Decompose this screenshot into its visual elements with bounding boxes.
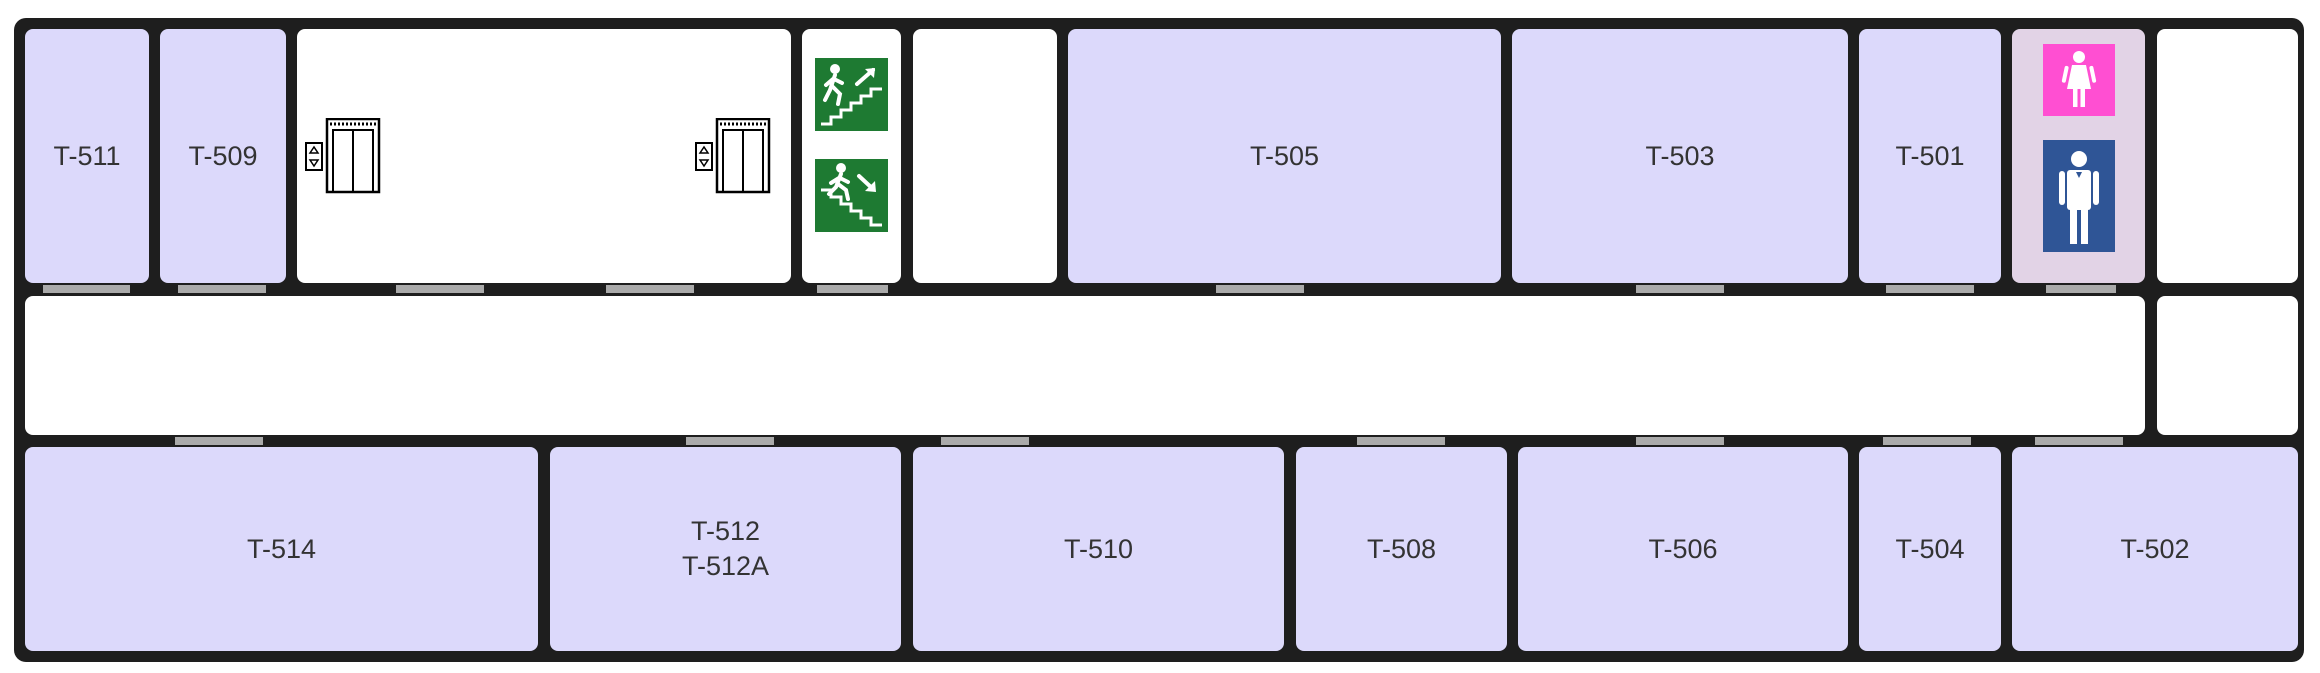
- room-t512[interactable]: T-512 T-512A: [550, 447, 901, 651]
- door: [606, 285, 694, 293]
- room-t511[interactable]: T-511: [25, 29, 149, 283]
- room-label-secondary: T-512A: [681, 551, 770, 581]
- room-label: T-511: [53, 140, 121, 171]
- room-t503[interactable]: T-503: [1512, 29, 1848, 283]
- room-t505[interactable]: T-505: [1068, 29, 1501, 283]
- stairs-up-exit-icon: [815, 58, 888, 131]
- door: [1636, 285, 1724, 293]
- room-label: T-504: [1895, 533, 1965, 564]
- room-label: T-501: [1895, 140, 1965, 171]
- door: [941, 437, 1029, 445]
- stairs-down-exit-icon: [815, 159, 888, 232]
- door: [2035, 437, 2123, 445]
- men-restroom-icon: [2043, 140, 2115, 252]
- blank-room-top[interactable]: [913, 29, 1057, 283]
- room-t508[interactable]: T-508: [1296, 447, 1507, 651]
- door: [2046, 285, 2116, 293]
- door: [175, 437, 263, 445]
- door: [1636, 437, 1724, 445]
- room-label: T-509: [188, 140, 258, 171]
- room-t502[interactable]: T-502: [2012, 447, 2298, 651]
- room-t510[interactable]: T-510: [913, 447, 1284, 651]
- women-restroom-icon: [2043, 44, 2115, 116]
- room-label: T-505: [1249, 140, 1320, 171]
- door: [1216, 285, 1304, 293]
- door: [178, 285, 266, 293]
- elevator-icon: [305, 118, 381, 194]
- room-label: T-502: [2120, 533, 2190, 564]
- door: [1357, 437, 1445, 445]
- room-label: T-508: [1366, 533, 1437, 564]
- door: [686, 437, 774, 445]
- door: [817, 285, 888, 293]
- blank-room-corner-middle[interactable]: [2157, 296, 2298, 435]
- room-t506[interactable]: T-506: [1518, 447, 1848, 651]
- corridor[interactable]: [25, 296, 2145, 435]
- room-t514[interactable]: T-514: [25, 447, 538, 651]
- room-label: T-514: [246, 533, 317, 564]
- room-label: T-503: [1645, 140, 1715, 171]
- door: [396, 285, 484, 293]
- door: [1886, 285, 1974, 293]
- room-label: T-506: [1648, 533, 1718, 564]
- room-t509[interactable]: T-509: [160, 29, 286, 283]
- door: [1883, 437, 1971, 445]
- room-t504[interactable]: T-504: [1859, 447, 2001, 651]
- door: [43, 285, 130, 293]
- room-label: T-512: [690, 516, 761, 546]
- room-t501[interactable]: T-501: [1859, 29, 2001, 283]
- elevator-icon: [695, 118, 771, 194]
- room-label: T-510: [1063, 533, 1134, 564]
- blank-room-corner-top[interactable]: [2157, 29, 2298, 283]
